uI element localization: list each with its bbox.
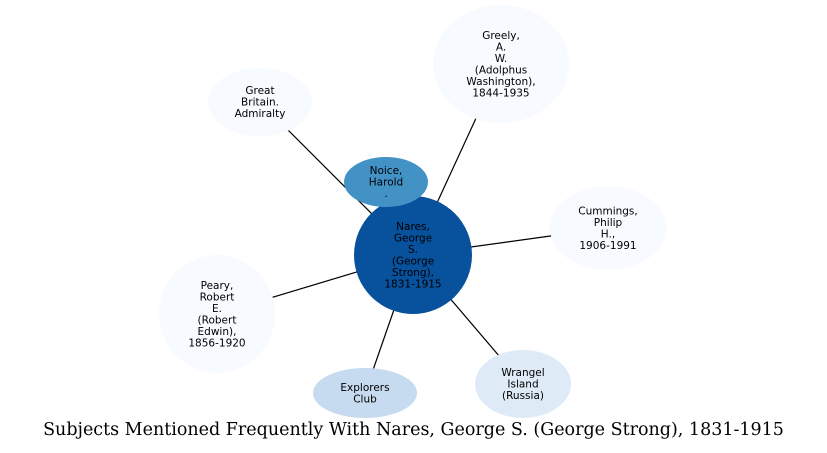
node-label-greely-line-1: A. xyxy=(496,41,506,53)
node-label-noice-harold-line-0: Noice, xyxy=(370,165,403,177)
node-label-nares-line-3: (George xyxy=(392,255,434,267)
node-label-wrangel-island-line-0: Wrangel xyxy=(501,367,544,379)
node-label-cummings-line-3: 1906-1991 xyxy=(579,240,636,252)
node-label-greely-line-2: W. xyxy=(495,53,508,65)
node-shape-cummings xyxy=(550,186,666,270)
node-label-nares-line-1: George xyxy=(394,232,432,244)
node-label-peary-line-0: Peary, xyxy=(201,280,234,292)
node-label-peary-line-3: (Robert xyxy=(198,314,237,326)
node-label-nares-line-2: S. xyxy=(408,244,418,256)
node-label-wrangel-island-line-2: (Russia) xyxy=(502,390,544,402)
node-label-peary-line-1: Robert xyxy=(200,291,235,303)
node-label-greely-line-0: Greely, xyxy=(482,30,520,42)
node-label-wrangel-island-line-1: Island xyxy=(507,379,538,391)
node-label-nares-line-4: Strong), xyxy=(392,267,434,279)
graph-caption: Subjects Mentioned Frequently With Nares… xyxy=(43,420,784,440)
node-label-peary-line-4: Edwin), xyxy=(198,326,237,338)
node-label-cummings-line-0: Cummings, xyxy=(578,205,638,217)
node-label-peary-line-2: E. xyxy=(212,303,222,315)
node-shape-noice-harold xyxy=(344,157,428,207)
node-label-nares-line-5: 1831-1915 xyxy=(384,278,441,290)
node-label-greely-line-4: Washington), xyxy=(466,76,535,88)
node-shape-nares xyxy=(354,196,472,314)
node-label-great-britain-admiralty-line-2: Admiralty xyxy=(235,108,286,120)
node-label-noice-harold-line-1: Harold xyxy=(369,177,403,189)
node-label-peary-line-5: 1856-1920 xyxy=(188,337,245,349)
node-label-nares-line-0: Nares, xyxy=(396,221,430,233)
node-label-cummings-line-2: H., xyxy=(601,228,615,240)
node-label-great-britain-admiralty-line-0: Great xyxy=(245,85,274,97)
node-noice-harold[interactable]: Noice,Harold. xyxy=(344,157,428,207)
node-shape-greely xyxy=(433,5,569,123)
node-label-cummings-line-1: Philip xyxy=(594,217,623,229)
node-label-explorers-club-line-1: Club xyxy=(353,393,377,405)
node-label-noice-harold-line-2: . xyxy=(384,188,387,200)
node-shape-peary xyxy=(159,255,275,373)
node-shape-great-britain-admiralty xyxy=(208,68,312,136)
node-label-great-britain-admiralty-line-1: Britain. xyxy=(241,97,279,109)
node-label-explorers-club-line-0: Explorers xyxy=(340,382,389,394)
node-label-greely-line-3: (Adolphus xyxy=(475,64,528,76)
node-greely[interactable]: Greely,A.W.(AdolphusWashington),1844-193… xyxy=(433,5,569,123)
node-label-greely-line-5: 1844-1935 xyxy=(472,87,529,99)
node-shape-wrangel-island xyxy=(475,350,571,418)
node-shape-explorers-club xyxy=(313,368,417,418)
